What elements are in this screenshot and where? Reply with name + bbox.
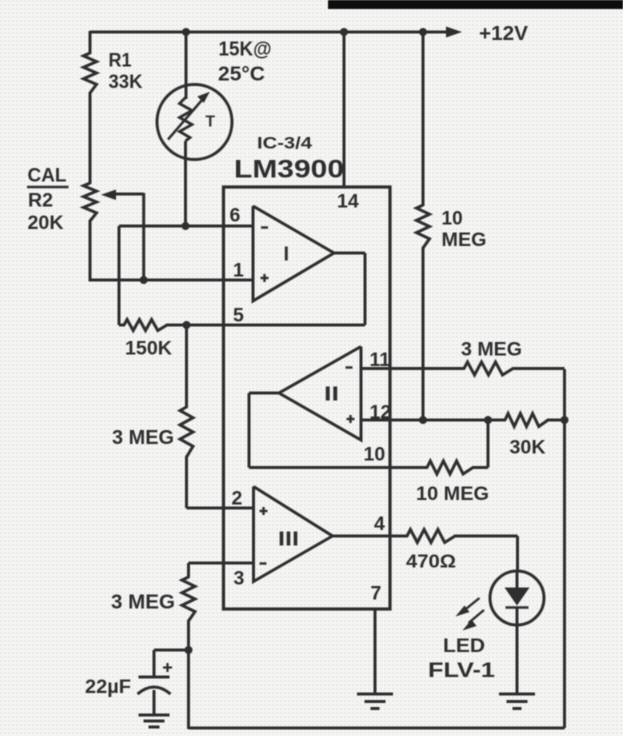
svg-text:R2: R2 (28, 191, 53, 212)
svg-text:3: 3 (234, 568, 245, 590)
svg-text:4: 4 (374, 513, 385, 535)
svg-text:22µF: 22µF (85, 677, 131, 698)
svg-text:14: 14 (337, 191, 359, 213)
svg-text:11: 11 (370, 349, 391, 371)
svg-text:10 MEG: 10 MEG (416, 484, 489, 505)
svg-text:I: I (284, 244, 290, 266)
svg-text:II: II (324, 384, 339, 406)
svg-text:3 MEG: 3 MEG (112, 427, 174, 449)
svg-text:FLV-1: FLV-1 (428, 658, 495, 682)
svg-text:2: 2 (232, 488, 243, 510)
svg-text:5: 5 (233, 305, 244, 327)
svg-text:CAL: CAL (28, 166, 67, 187)
svg-text:10: 10 (442, 209, 463, 230)
svg-text:R1: R1 (109, 51, 132, 72)
svg-text:470Ω: 470Ω (406, 552, 456, 572)
svg-text:33K: 33K (109, 72, 143, 93)
svg-text:LM3900: LM3900 (234, 156, 344, 184)
svg-text:IC-3/4: IC-3/4 (257, 134, 313, 153)
svg-text:10: 10 (364, 444, 386, 466)
svg-text:+12V: +12V (479, 23, 529, 45)
svg-text:LED: LED (443, 636, 485, 657)
svg-text:MEG: MEG (442, 230, 487, 251)
svg-text:15K@: 15K@ (219, 39, 272, 61)
svg-text:7: 7 (371, 583, 382, 605)
svg-text:3 MEG: 3 MEG (111, 592, 175, 614)
svg-text:25°C: 25°C (218, 64, 265, 86)
svg-text:150K: 150K (125, 339, 172, 360)
svg-text:T: T (206, 114, 216, 131)
svg-text:1: 1 (233, 260, 244, 282)
svg-text:3 MEG: 3 MEG (461, 340, 522, 361)
svg-text:12: 12 (370, 402, 392, 424)
svg-text:III: III (278, 529, 299, 551)
svg-text:6: 6 (230, 205, 241, 227)
svg-text:30K: 30K (510, 438, 546, 459)
svg-text:20K: 20K (28, 213, 64, 234)
